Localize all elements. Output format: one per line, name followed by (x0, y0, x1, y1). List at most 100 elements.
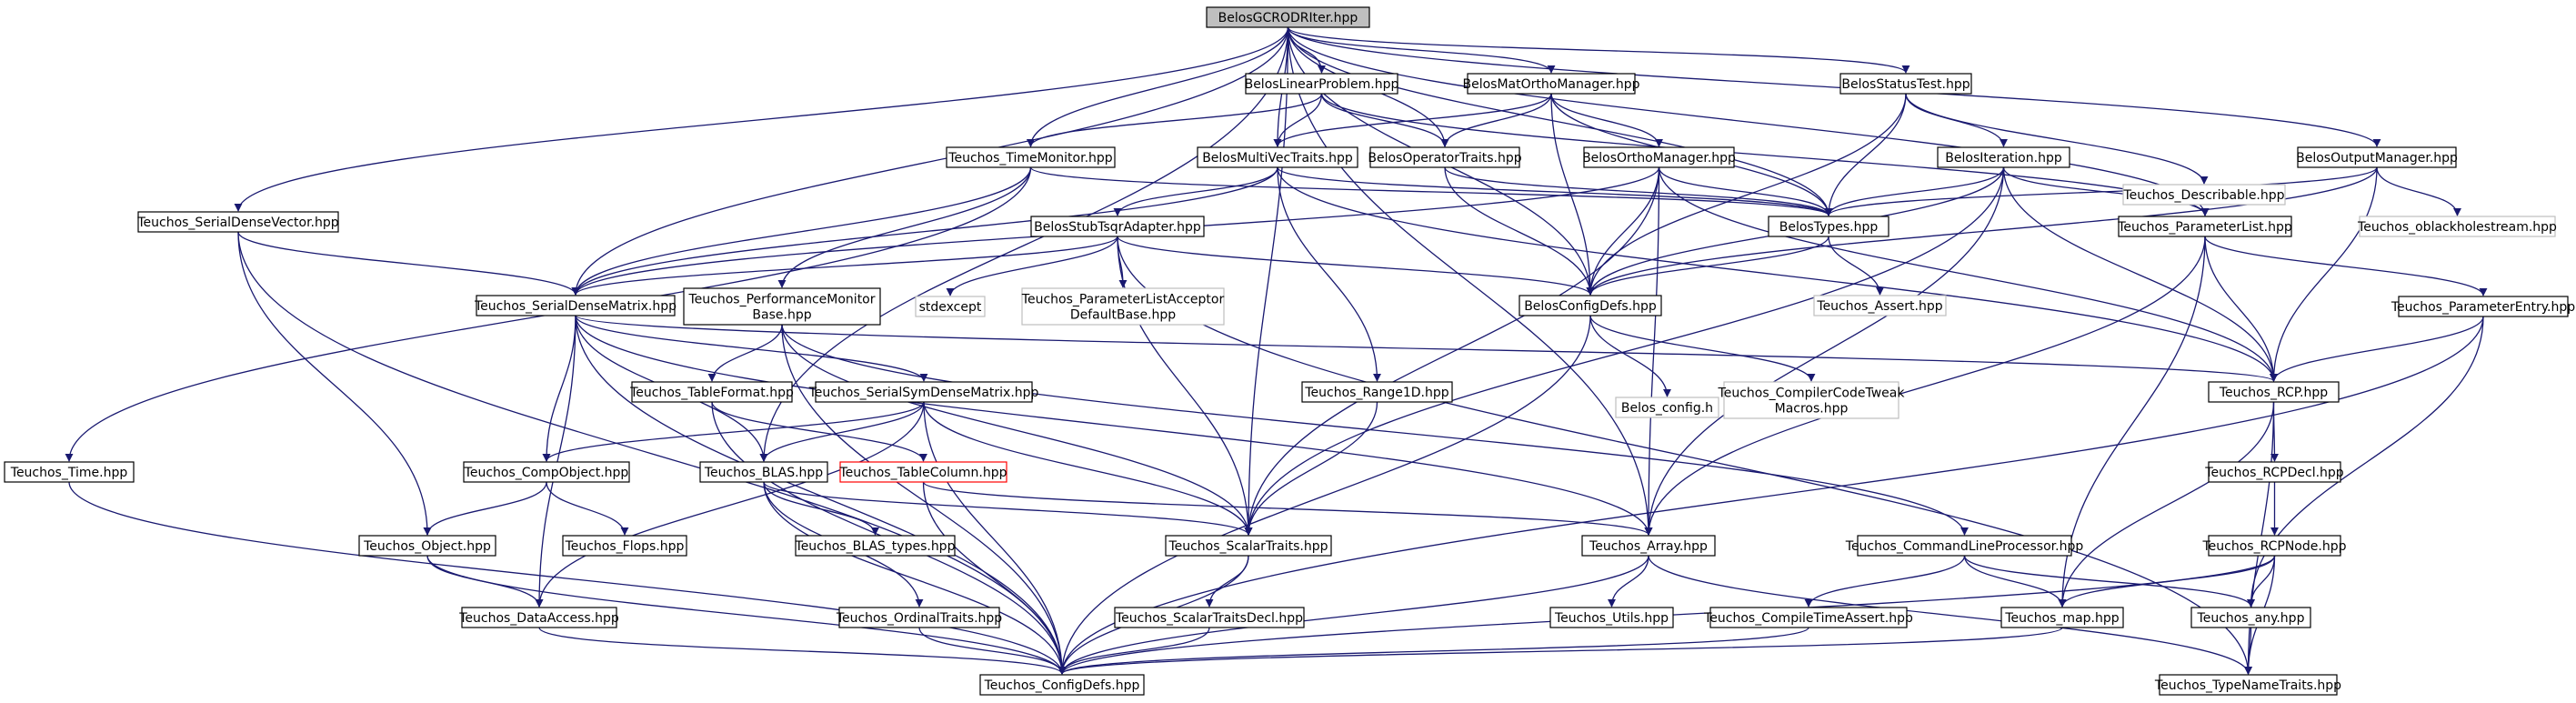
node-box (1114, 607, 1305, 628)
edge-object-to-configdefs (426, 555, 1067, 675)
node-rcp[interactable]: Teuchos_RCP.hpp (2208, 381, 2340, 403)
node-label: Base.hpp (752, 308, 811, 323)
node-label: Teuchos_OrdinalTraits.hpp (836, 611, 1002, 626)
edge-tableformat-to-tablecolumn (711, 401, 927, 462)
node-label: Teuchos_PerformanceMonitor (687, 293, 875, 307)
edge-serialsym-to-compobject (542, 401, 925, 462)
node-box (1030, 216, 1205, 237)
edge-paramlist-to-map (2058, 236, 2206, 608)
node-label: Teuchos_CommandLineProcessor.hpp (1845, 539, 2084, 554)
node-utils[interactable]: Teuchos_Utils.hpp (1549, 607, 1674, 628)
node-object[interactable]: Teuchos_Object.hpp (358, 535, 496, 557)
node-belosconfig[interactable]: BelosConfigDefs.hpp (1519, 295, 1662, 316)
node-box (979, 674, 1145, 696)
node-configdefs[interactable]: Teuchos_ConfigDefs.hpp (979, 674, 1145, 696)
edge-serialdensemat-to-array (575, 315, 1653, 536)
node-optraits[interactable]: BelosOperatorTraits.hpp (1368, 146, 1522, 168)
node-tablecolumn[interactable]: Teuchos_TableColumn.hpp (838, 461, 1007, 483)
edge-blas-to-configdefs (763, 481, 1067, 675)
node-box (1467, 73, 1636, 95)
node-rcpnode[interactable]: Teuchos_RCPNode.hpp (2202, 535, 2347, 557)
node-box (1813, 295, 1947, 316)
node-array[interactable]: Teuchos_Array.hpp (1581, 535, 1716, 557)
edge-array-to-utils (1607, 555, 1649, 608)
node-oblackhole[interactable]: Teuchos_oblackholestream.hpp (2357, 216, 2557, 237)
node-label: Teuchos_any.hpp (2197, 611, 2305, 626)
node-plistacceptor[interactable]: Teuchos_ParameterListAcceptorDefaultBase… (1021, 287, 1225, 326)
node-paramentry[interactable]: Teuchos_ParameterEntry.hpp (2391, 296, 2575, 317)
node-stubtsqr[interactable]: BelosStubTsqrAdapter.hpp (1030, 216, 1205, 237)
edge-belosconfig-to-configdefs (1057, 315, 1591, 675)
edge-compiletime-to-configdefs (1057, 627, 1809, 675)
node-blas[interactable]: Teuchos_BLAS.hpp (699, 461, 828, 483)
node-cmdline[interactable]: Teuchos_CommandLineProcessor.hpp (1845, 535, 2084, 557)
node-label: Teuchos_ScalarTraits.hpp (1168, 539, 1328, 554)
node-belostypes[interactable]: BelosTypes.hpp (1768, 216, 1889, 237)
edge-root-to-serialdensemat (571, 26, 1289, 296)
node-flops[interactable]: Teuchos_Flops.hpp (562, 535, 687, 557)
edge-serialsym-to-blas (759, 401, 925, 462)
node-box (2190, 607, 2311, 628)
node-belosconfigh[interactable]: Belos_config.h (1615, 397, 1719, 418)
node-linprob[interactable]: BelosLinearProblem.hpp (1245, 73, 1399, 95)
node-blastypes[interactable]: Teuchos_BLAS_types.hpp (795, 535, 956, 557)
node-matortho[interactable]: BelosMatOrthoManager.hpp (1463, 73, 1640, 95)
node-box (1581, 535, 1716, 557)
edge-paramentry-to-rcp (2270, 316, 2484, 382)
edge-root-to-serialdensevec (234, 26, 1289, 212)
node-map[interactable]: Teuchos_map.hpp (2000, 607, 2124, 628)
edge-serialdensemat-to-serialsym (575, 315, 928, 382)
edge-range1d-to-scalartraits (1244, 401, 1378, 536)
node-label: Teuchos_RCPNode.hpp (2202, 539, 2347, 554)
node-statustest[interactable]: BelosStatusTest.hpp (1839, 73, 1972, 95)
node-serialsym[interactable]: Teuchos_SerialSymDenseMatrix.hpp (808, 381, 1039, 403)
node-tableformat[interactable]: Teuchos_TableFormat.hpp (629, 381, 794, 403)
edge-outputmgr-to-belostypes (1824, 166, 2378, 216)
edge-perfmon-to-tableformat (707, 324, 783, 382)
node-dataaccess[interactable]: Teuchos_DataAccess.hpp (458, 607, 619, 628)
node-box (2208, 461, 2341, 483)
node-serialdensemat[interactable]: Teuchos_SerialDenseMatrix.hpp (474, 295, 677, 316)
edge-any-to-typename (2243, 627, 2253, 675)
node-label: Teuchos_map.hpp (2004, 611, 2119, 626)
node-paramlist[interactable]: Teuchos_ParameterList.hpp (2117, 216, 2292, 237)
node-compobject[interactable]: Teuchos_CompObject.hpp (463, 461, 630, 483)
node-box (1709, 607, 1908, 628)
node-orthomgr[interactable]: BelosOrthoManager.hpp (1582, 146, 1736, 168)
edge-time-to-configdefs (68, 481, 1067, 675)
node-box (463, 461, 630, 483)
edge-stubtsqr-to-scalartraits (1117, 236, 1253, 536)
node-serialdensevec[interactable]: Teuchos_SerialDenseVector.hpp (136, 211, 339, 233)
node-box (1369, 146, 1520, 168)
node-scalartraits[interactable]: Teuchos_ScalarTraits.hpp (1165, 535, 1332, 557)
node-time[interactable]: Teuchos_Time.hpp (4, 461, 135, 483)
node-box (2297, 146, 2457, 168)
node-ordinaltraits[interactable]: Teuchos_OrdinalTraits.hpp (836, 607, 1002, 628)
node-box (815, 381, 1033, 403)
node-scalartraitsdecl[interactable]: Teuchos_ScalarTraitsDecl.hpp (1114, 607, 1305, 628)
node-root[interactable]: BelosGCRODRIter.hpp (1206, 6, 1370, 28)
node-compiletime[interactable]: Teuchos_CompileTimeAssert.hpp (1703, 607, 1913, 628)
node-rcpdecl[interactable]: Teuchos_RCPDecl.hpp (2204, 461, 2344, 483)
edge-map-to-configdefs (1057, 627, 2063, 675)
node-timemon[interactable]: Teuchos_TimeMonitor.hpp (946, 146, 1116, 168)
node-any[interactable]: Teuchos_any.hpp (2190, 607, 2311, 628)
node-outputmgr[interactable]: BelosOutputManager.hpp (2296, 146, 2458, 168)
node-stdexcept[interactable]: stdexcept (915, 296, 986, 317)
node-label: BelosConfigDefs.hpp (1524, 299, 1657, 314)
node-assert[interactable]: Teuchos_Assert.hpp (1813, 295, 1947, 316)
node-label: Teuchos_Range1D.hpp (1304, 386, 1448, 400)
node-iteration[interactable]: BelosIteration.hpp (1937, 146, 2070, 168)
node-box (1206, 6, 1370, 28)
node-label: BelosMultiVecTraits.hpp (1202, 151, 1353, 166)
edge-multivec-to-stubtsqr (1113, 166, 1278, 216)
node-range1d[interactable]: Teuchos_Range1D.hpp (1301, 381, 1453, 403)
node-multivec[interactable]: BelosMultiVecTraits.hpp (1197, 146, 1358, 168)
node-typename[interactable]: Teuchos_TypeNameTraits.hpp (2154, 674, 2341, 696)
edge-orthomgr-to-belosconfig (1586, 166, 1660, 296)
node-describable[interactable]: Teuchos_Describable.hpp (2122, 184, 2286, 206)
node-label: Teuchos_ConfigDefs.hpp (984, 678, 1140, 693)
node-label: Teuchos_CompileTimeAssert.hpp (1703, 611, 1913, 626)
